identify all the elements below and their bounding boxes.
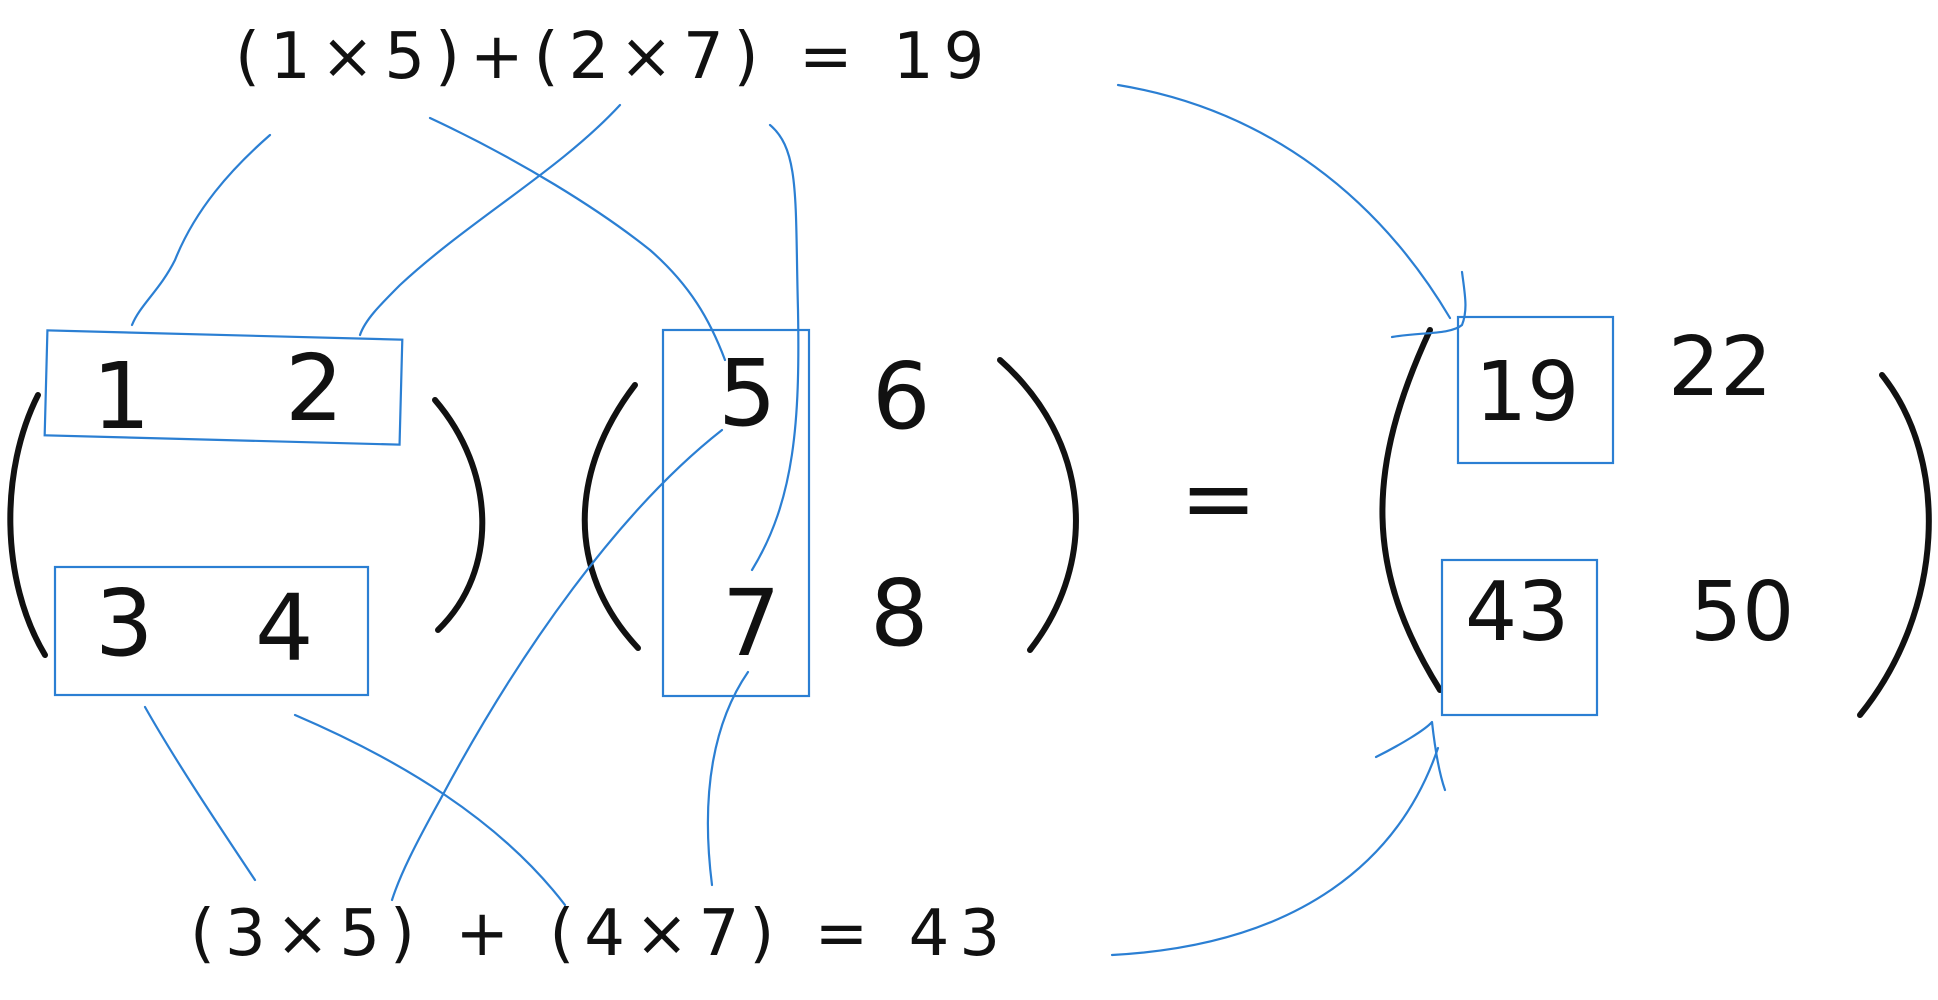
matrix-a-cell-2-2: 4	[255, 575, 314, 682]
matrix-result-cell-2-1-highlight	[1440, 558, 1599, 717]
matrix-a-cell-1-1: 1	[92, 343, 151, 450]
matrix-result-cell-1-1: 19	[1475, 345, 1579, 440]
matrix-a-cell-2-1: 3	[95, 570, 154, 677]
matrix-a-right-paren	[432, 397, 486, 633]
matrix-a-left-paren	[7, 392, 48, 658]
matrix-b-left-paren	[581, 382, 641, 651]
connector-bottom-result-arrowhead	[1374, 720, 1447, 792]
connector-top-a-left	[130, 133, 272, 327]
top-equation: (1×5)+(2×7) = 19	[235, 20, 994, 94]
matrix-b-cell-1-2: 6	[872, 343, 931, 450]
matrix-result-cell-2-1: 43	[1465, 565, 1569, 660]
connector-top-b-7	[750, 123, 800, 572]
connector-bottom-a-right	[293, 713, 567, 907]
connector-bottom-b-5	[390, 428, 724, 902]
matrix-a: 1 2 3 4	[7, 329, 486, 697]
connector-lines	[130, 83, 1467, 957]
connector-top-a-right	[358, 103, 622, 337]
matrix-result-left-paren	[1379, 327, 1443, 693]
matrix-a-row1-highlight	[43, 329, 404, 446]
matrix-b-right-paren	[997, 357, 1079, 653]
matrix-result-cell-2-2: 50	[1690, 565, 1794, 660]
matrix-b-col1-highlight	[661, 328, 811, 698]
matrix-a-cell-1-2: 2	[285, 335, 344, 442]
connector-bottom-a-left	[143, 705, 257, 882]
matrix-a-row2-highlight	[53, 565, 370, 697]
matrix-result: 19 22 43 50	[1379, 315, 1932, 718]
connector-bottom-result	[1110, 746, 1440, 957]
connector-top-result-hook	[1390, 270, 1467, 339]
bottom-equation: (3×5) + (4×7) = 43	[190, 897, 1010, 971]
matrix-b-cell-2-2: 8	[870, 560, 929, 667]
matrix-result-cell-1-1-highlight	[1456, 315, 1615, 465]
connector-bottom-b-7	[706, 670, 750, 887]
connector-top-result	[1116, 83, 1452, 320]
matrix-b: 5 6 7 8	[581, 328, 1079, 698]
equals-sign: =	[1180, 445, 1257, 552]
connector-top-b-5	[428, 116, 727, 362]
matrix-result-cell-1-2: 22	[1668, 320, 1772, 415]
matrix-result-right-paren	[1857, 372, 1932, 718]
matrix-b-cell-2-1: 7	[722, 570, 781, 677]
matrix-b-cell-1-1: 5	[718, 340, 777, 447]
